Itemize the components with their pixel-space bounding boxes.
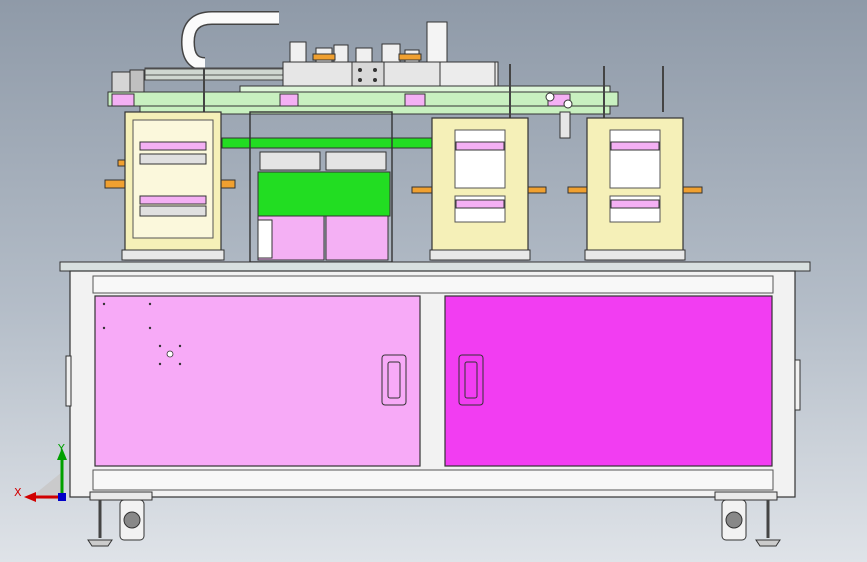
casters [87, 491, 781, 547]
right-cabinet-door[interactable] [444, 295, 773, 467]
station-1 [104, 111, 236, 261]
axis-triad [24, 448, 67, 502]
x-axis-label: X [14, 486, 22, 499]
overhead-gantry [107, 11, 664, 149]
station-3 [411, 117, 547, 261]
press-station [249, 111, 393, 263]
left-cabinet-door[interactable] [94, 295, 421, 467]
table-top [59, 261, 811, 272]
y-axis-label: Y [57, 442, 65, 455]
z-axis-icon [58, 493, 66, 501]
station-4 [567, 117, 703, 261]
